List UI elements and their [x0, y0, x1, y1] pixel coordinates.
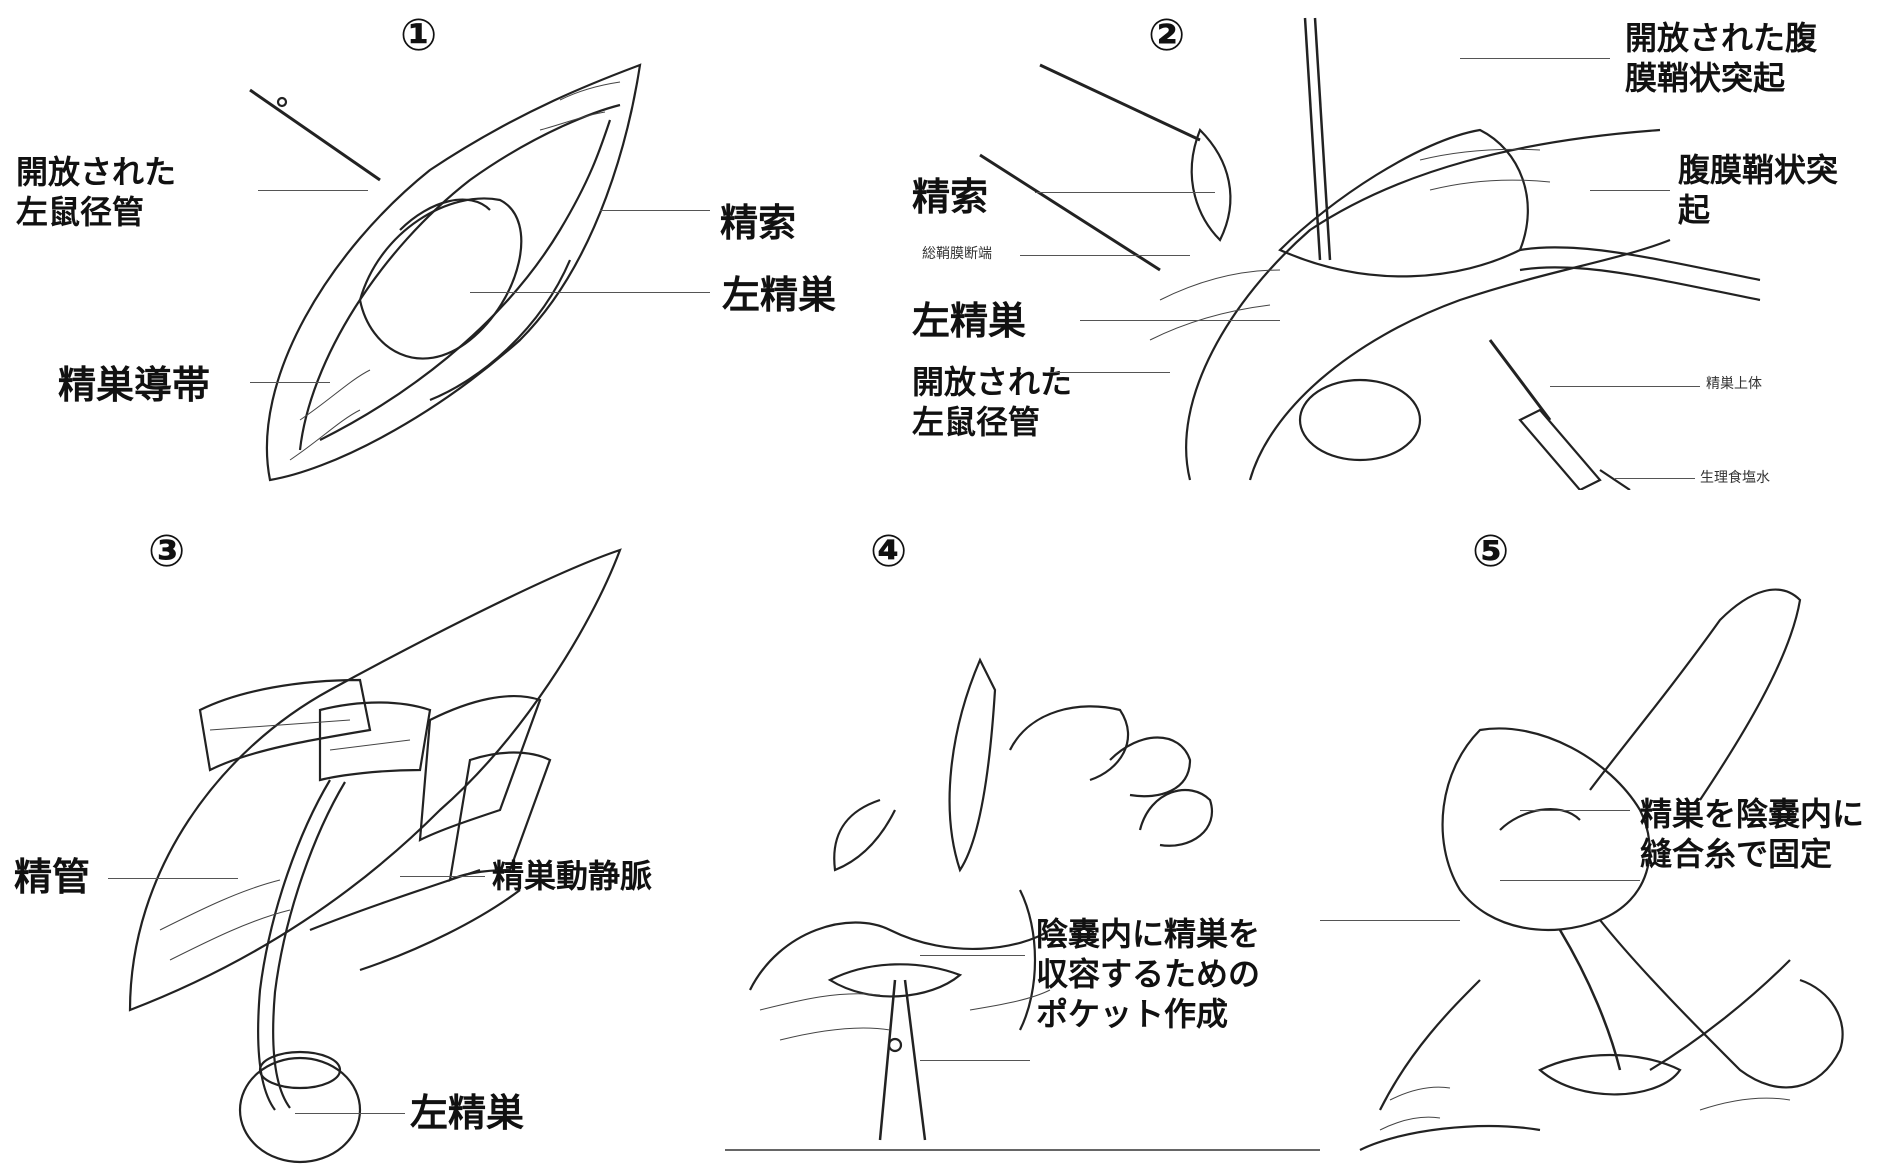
leader-line — [400, 876, 485, 877]
leader-line — [1020, 255, 1190, 256]
label-left-testis: 左精巣 — [722, 272, 836, 320]
label-tunica-end: 総鞘膜断端 — [922, 246, 992, 264]
panel-2-number: ② — [1148, 14, 1185, 58]
label-testicular-vessels: 精巣動静脈 — [492, 856, 652, 896]
leader-line — [920, 1060, 1030, 1061]
leader-line — [250, 382, 330, 383]
panel-1: ① 開放された 左鼠径管 精索 左精巣 精巣導帯 — [0, 0, 900, 490]
panel-3-number: ③ — [148, 530, 185, 574]
leader-line — [1080, 320, 1280, 321]
panel-1-number: ① — [400, 14, 437, 58]
leader-line — [1550, 386, 1700, 387]
leader-line — [1320, 920, 1460, 921]
label-epididymis: 精巣上体 — [1706, 376, 1762, 394]
label-vas-deferens: 精管 — [14, 854, 90, 902]
leader-line — [1035, 192, 1215, 193]
label-opened-canal: 開放された 左鼠径管 — [16, 152, 176, 232]
panel-2: ② 開放された腹 膜鞘状突起 腹膜鞘状突 起 精索 総鞘膜断端 左精巣 開放され… — [900, 0, 1903, 490]
leader-line — [295, 1113, 405, 1114]
panel-4-illustration — [720, 510, 1320, 1166]
label-processus-vaginalis: 腹膜鞘状突 起 — [1678, 150, 1838, 230]
leader-line — [1590, 190, 1670, 191]
leader-line — [1050, 372, 1170, 373]
panel-4-number: ④ — [870, 530, 907, 574]
label-spermatic-cord: 精索 — [720, 200, 796, 248]
panel-5: ⑤ 精巣を陰嚢内に 縫合糸で固定 — [1320, 510, 1903, 1166]
panel-5-number: ⑤ — [1472, 530, 1509, 574]
leader-line — [258, 190, 368, 191]
leader-line — [1500, 880, 1640, 881]
label-opened-canal: 開放された 左鼠径管 — [912, 362, 1072, 442]
panel-3: ③ 精管 精巣動静脈 左精巣 — [0, 510, 720, 1166]
leader-line — [600, 210, 710, 211]
label-saline: 生理食塩水 — [1700, 470, 1770, 488]
leader-line — [1460, 58, 1610, 59]
label-opened-processus-vaginalis: 開放された腹 膜鞘状突起 — [1625, 18, 1817, 98]
label-left-testis: 左精巣 — [912, 298, 1026, 346]
leader-line — [1615, 478, 1695, 479]
panel-3-illustration — [0, 510, 720, 1166]
label-gubernaculum: 精巣導帯 — [58, 362, 210, 410]
leader-line — [1520, 810, 1630, 811]
panel-4: ④ 陰嚢内に精巣を 収容するための ポケット作成 — [720, 510, 1320, 1166]
leader-line — [920, 955, 1025, 956]
label-spermatic-cord: 精索 — [912, 174, 988, 222]
leader-line — [470, 292, 710, 293]
leader-line — [108, 878, 238, 879]
label-left-testis: 左精巣 — [410, 1090, 524, 1138]
label-scrotal-pocket: 陰嚢内に精巣を 収容するための ポケット作成 — [1036, 914, 1260, 1034]
label-fixation: 精巣を陰嚢内に 縫合糸で固定 — [1640, 794, 1864, 874]
